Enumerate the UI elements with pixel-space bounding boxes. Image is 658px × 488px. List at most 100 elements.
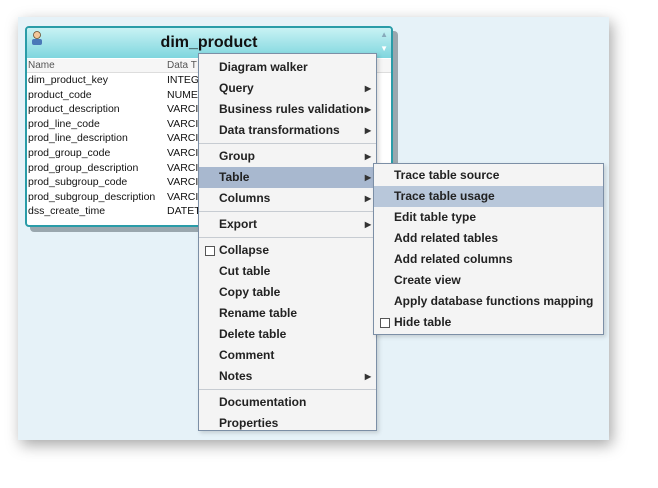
menu-item-label: Apply database functions mapping [394, 294, 594, 308]
column-header-datatype: Data T [167, 60, 197, 71]
column-type: VARCI [167, 176, 199, 189]
table-title: dim_product [160, 34, 258, 51]
menu-item-cut-table[interactable]: Cut table [199, 261, 376, 282]
menu-item-label: Add related columns [394, 252, 513, 266]
scroll-down-icon[interactable]: ▼ [380, 44, 388, 53]
checkbox-icon[interactable] [205, 246, 215, 256]
submenu-item-hide-table[interactable]: Hide table [374, 312, 603, 333]
submenu-item-add-related-tables[interactable]: Add related tables [374, 228, 603, 249]
menu-item-notes[interactable]: Notes ▶ [199, 366, 376, 387]
submenu-arrow-icon: ▶ [364, 105, 371, 114]
menu-item-label: Data transformations [219, 123, 340, 137]
menu-item-label: Cut table [219, 264, 271, 278]
menu-item-label: Copy table [219, 285, 281, 299]
menu-item-delete-table[interactable]: Delete table [199, 324, 376, 345]
submenu-arrow-icon: ▶ [364, 372, 371, 381]
column-name: product_code [28, 88, 92, 101]
column-type: VARCI [167, 161, 199, 174]
column-type: NUMEF [167, 88, 205, 101]
menu-separator [199, 143, 376, 144]
column-type: VARCI [167, 103, 199, 116]
menu-item-columns[interactable]: Columns ▶ [199, 188, 376, 209]
column-type: VARCI [167, 132, 199, 145]
menu-item-label: Add related tables [394, 231, 499, 245]
checkbox-icon[interactable] [380, 318, 390, 328]
submenu-arrow-icon: ▶ [364, 194, 371, 203]
user-table-icon [32, 31, 42, 45]
menu-item-label: Edit table type [394, 210, 477, 224]
menu-item-label: Columns [219, 191, 271, 205]
menu-item-properties[interactable]: Properties [199, 413, 376, 434]
menu-item-data-transformations[interactable]: Data transformations ▶ [199, 120, 376, 141]
submenu-item-add-related-columns[interactable]: Add related columns [374, 249, 603, 270]
menu-item-label: Collapse [219, 243, 270, 257]
column-type: DATET [167, 205, 201, 218]
menu-item-label: Notes [219, 369, 253, 383]
column-type: INTEGE [167, 74, 207, 86]
table-row[interactable]: product_code NUMEF [27, 88, 391, 103]
submenu-item-trace-table-source[interactable]: Trace table source [374, 165, 603, 186]
column-name: prod_line_description [28, 132, 128, 145]
submenu-arrow-icon: ▶ [364, 220, 371, 229]
submenu-arrow-icon: ▶ [364, 152, 371, 161]
menu-item-collapse[interactable]: Collapse [199, 240, 376, 261]
column-name: prod_group_description [28, 161, 139, 174]
column-type: VARCI [167, 190, 199, 203]
menu-item-comment[interactable]: Comment [199, 345, 376, 366]
menu-item-label: Hide table [394, 315, 452, 329]
menu-item-table[interactable]: Table ▶ [199, 167, 376, 188]
context-menu: Diagram walker Query ▶ Business rules val… [198, 53, 377, 431]
column-type: VARCI [167, 146, 199, 159]
menu-item-label: Export [219, 217, 258, 231]
submenu-arrow-icon: ▶ [364, 84, 371, 93]
menu-separator [199, 237, 376, 238]
menu-item-label: Trace table usage [394, 189, 495, 203]
table-row[interactable]: prod_group_code VARCI [27, 146, 391, 161]
menu-item-group[interactable]: Group▶ [199, 146, 376, 167]
column-name: dss_create_time [28, 205, 106, 218]
submenu-arrow-icon: ▶ [364, 173, 371, 182]
menu-item-copy-table[interactable]: Copy table [199, 282, 376, 303]
menu-item-business-rules-validation[interactable]: Business rules validation▶ [199, 99, 376, 120]
table-row[interactable]: dim_product_key INTEGE [27, 73, 391, 88]
menu-item-rename-table[interactable]: Rename table [199, 303, 376, 324]
table-row[interactable]: prod_line_code VARCI [27, 117, 391, 132]
column-name: prod_subgroup_code [28, 176, 128, 189]
column-name: product_description [28, 103, 120, 116]
table-row[interactable]: product_description VARCI [27, 102, 391, 117]
menu-item-label: Documentation [219, 395, 307, 409]
submenu-item-trace-table-usage[interactable]: Trace table usage [374, 186, 603, 207]
submenu-item-apply-database-functions-mapping[interactable]: Apply database functions mapping [374, 291, 603, 312]
column-name: prod_line_code [28, 117, 100, 130]
table-row[interactable]: dss_create_time DATET [27, 204, 391, 219]
menu-item-label: Properties [219, 416, 279, 430]
table-row[interactable]: prod_subgroup_code VARCI [27, 175, 391, 190]
menu-item-label: Table [219, 170, 250, 184]
menu-item-label: Create view [394, 273, 461, 287]
column-header-name: Name [28, 60, 55, 71]
submenu-item-create-view[interactable]: Create view [374, 270, 603, 291]
menu-item-query[interactable]: Query ▶ [199, 78, 376, 99]
column-name: prod_group_code [28, 146, 111, 159]
menu-separator [199, 389, 376, 390]
menu-item-documentation[interactable]: Documentation [199, 392, 376, 413]
menu-item-label: Rename table [219, 306, 298, 320]
submenu-item-edit-table-type[interactable]: Edit table type [374, 207, 603, 228]
menu-item-label: Delete table [219, 327, 287, 341]
menu-item-label: Query [219, 81, 254, 95]
menu-item-label: Diagram walker [219, 60, 308, 74]
menu-item-diagram-walker[interactable]: Diagram walker [199, 57, 376, 78]
scroll-up-icon[interactable]: ▲ [380, 30, 388, 39]
table-row[interactable]: prod_group_description VARCI [27, 161, 391, 176]
menu-item-label: Comment [219, 348, 275, 362]
table-submenu: Trace table source Trace table usage Edi… [373, 163, 604, 335]
menu-item-export[interactable]: Export ▶ [199, 214, 376, 235]
table-row[interactable]: prod_subgroup_description VARCI [27, 190, 391, 205]
column-name: dim_product_key [28, 74, 108, 86]
column-name: prod_subgroup_description [28, 190, 156, 203]
menu-item-label: Business rules validation [219, 102, 364, 116]
table-row[interactable]: prod_line_description VARCI [27, 131, 391, 146]
column-type: VARCI [167, 117, 199, 130]
submenu-arrow-icon: ▶ [364, 126, 371, 135]
